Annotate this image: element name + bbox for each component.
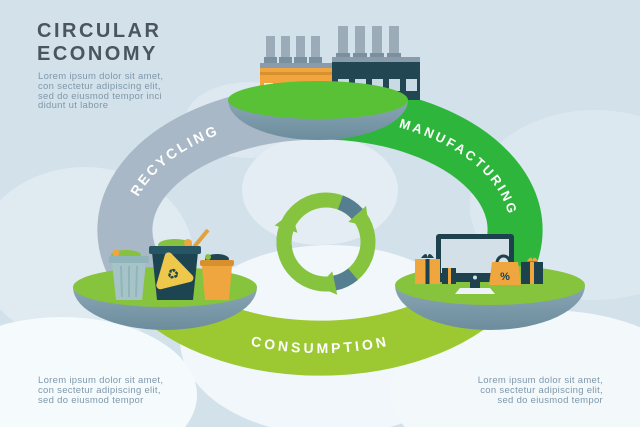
intro-paragraph: Lorem ipsum dolor sit amet, con sectetur… xyxy=(38,72,163,111)
page-title: CIRCULAR ECONOMY xyxy=(37,20,161,66)
title-line-1: CIRCULAR xyxy=(37,20,162,42)
platform-grass xyxy=(228,81,408,119)
intro-line: con sectetur adipiscing elit, xyxy=(38,80,161,92)
consumption-platform: % xyxy=(395,234,585,330)
recycle-arrow xyxy=(274,212,358,292)
trash-bin-orange xyxy=(202,266,232,300)
footnote-right: Lorem ipsum dolor sit amet, con sectetur… xyxy=(478,376,603,406)
recycle-arrows-icon xyxy=(274,192,376,295)
intro-line: sed do eiusmod tempor inci xyxy=(38,90,162,102)
footnote-line: Lorem ipsum dolor sit amet, xyxy=(38,375,164,386)
footnote-line: con sectetur adipiscing elit, xyxy=(38,385,161,396)
footnote-line: sed do eiusmod tempor xyxy=(38,395,144,406)
intro-line: didunt ut labore xyxy=(38,100,109,112)
recycle-sign-icon: ♻ xyxy=(156,252,194,290)
sign-recycle-glyph: ♻ xyxy=(165,265,181,284)
footnote-line: con sectetur adipiscing elit, xyxy=(480,385,603,396)
chimney xyxy=(296,36,305,62)
chimney xyxy=(338,26,348,58)
svg-text:CONSUMPTION: CONSUMPTION xyxy=(250,333,390,356)
trash-bins-icon: ♻ xyxy=(109,228,234,300)
chimney xyxy=(311,36,320,62)
chimney xyxy=(355,26,365,58)
footnote-line: Lorem ipsum dolor sit amet, xyxy=(477,375,603,386)
footnote-left: Lorem ipsum dolor sit amet, con sectetur… xyxy=(38,376,163,406)
footnote-line: sed do eiusmod tempor xyxy=(497,395,603,406)
manufacturing-platform xyxy=(228,26,420,140)
chimney xyxy=(372,26,382,58)
computer-and-shopping-icon: % xyxy=(415,234,543,294)
cloud-shape xyxy=(0,317,197,427)
chimney xyxy=(281,36,290,62)
consumption-arc-label: CONSUMPTION xyxy=(250,333,387,356)
intro-line: Lorem ipsum dolor sit amet, xyxy=(38,71,164,82)
bag-percent-label: % xyxy=(500,271,510,283)
shopping-bag-icon: % xyxy=(489,254,521,285)
recycling-platform: ♻ xyxy=(73,228,257,330)
cloud-shape xyxy=(242,135,398,245)
chimney xyxy=(389,26,399,58)
chimney xyxy=(266,36,275,62)
title-line-2: ECONOMY xyxy=(37,43,158,65)
